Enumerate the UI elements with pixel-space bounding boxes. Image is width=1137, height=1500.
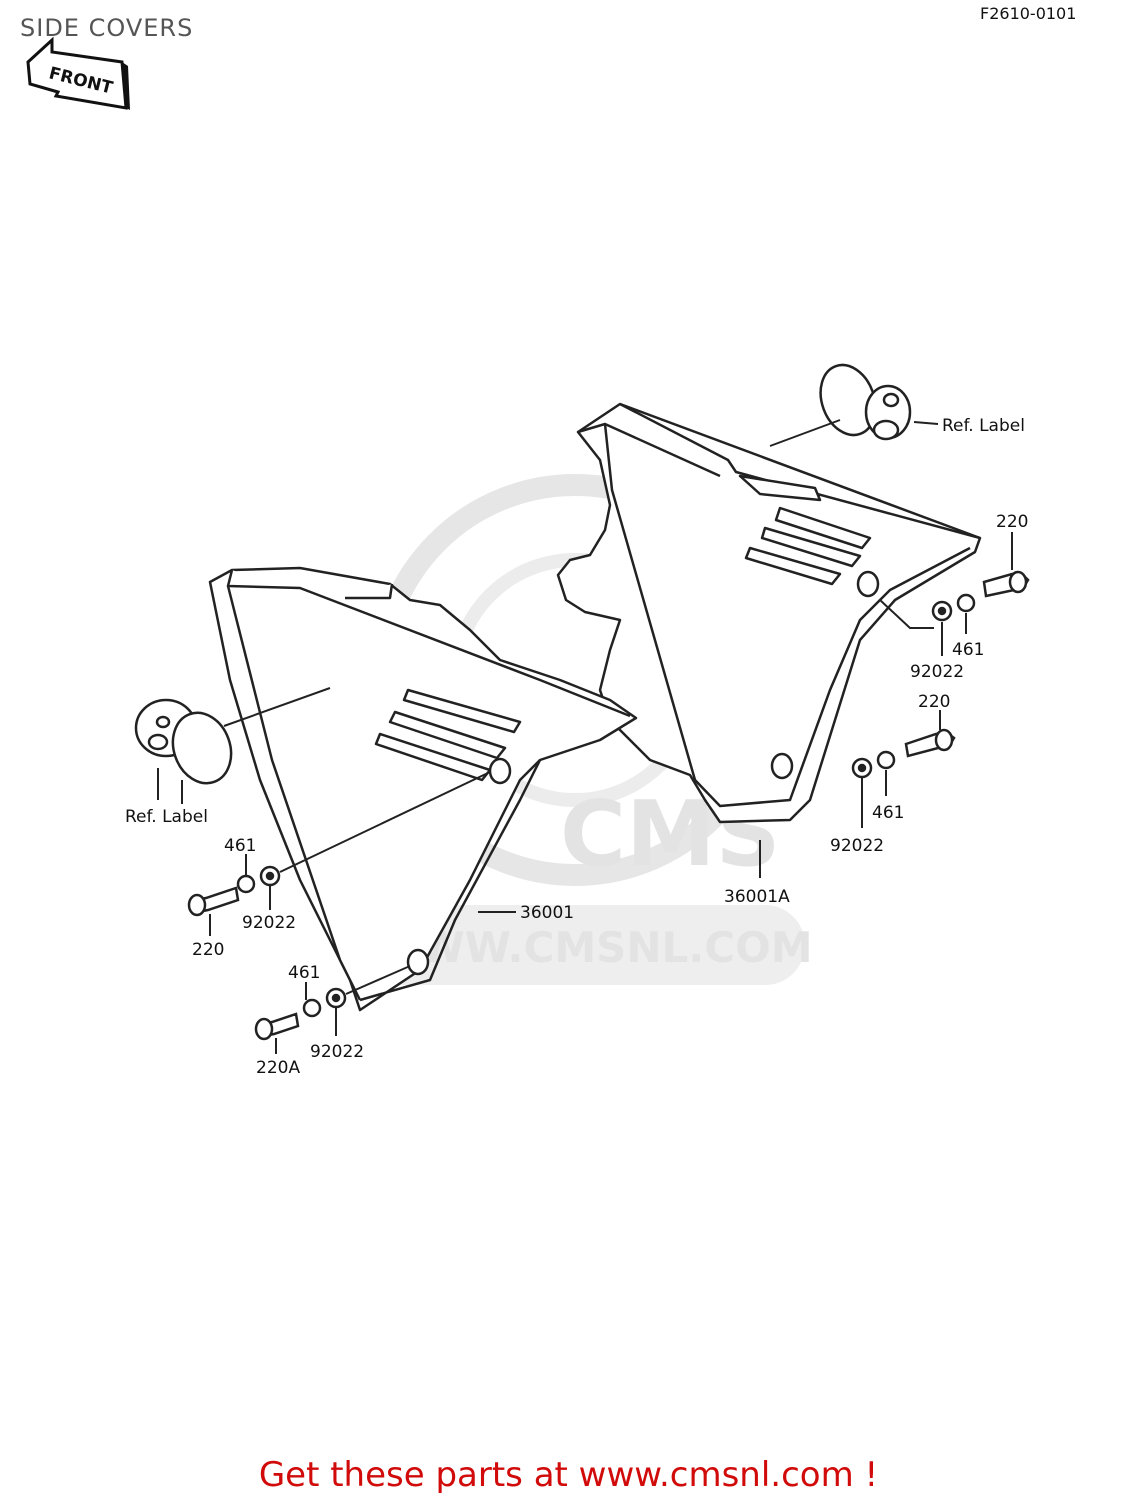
page-title: SIDE COVERS xyxy=(20,14,194,42)
left-upper-fasteners xyxy=(187,865,281,917)
left-ref-label-plate xyxy=(134,698,233,785)
callout-461-r1: 461 xyxy=(952,640,984,660)
leader-right-ref xyxy=(913,421,939,425)
left-side-cover-36001 xyxy=(208,566,638,1012)
callout-220-r1: 220 xyxy=(996,512,1028,532)
callout-92022-r2: 92022 xyxy=(830,836,884,856)
callout-92022-l1: 92022 xyxy=(242,913,296,933)
callout-ref-label-left: Ref. Label xyxy=(125,807,208,827)
leader-screw-line-r1 xyxy=(879,599,934,629)
leader-screw-line-l1 xyxy=(279,771,491,873)
left-lower-fasteners xyxy=(254,987,347,1041)
leader-screw-line-l2 xyxy=(345,965,411,995)
callout-36001: 36001 xyxy=(520,903,574,923)
watermark-url-pill xyxy=(355,905,805,985)
callout-92022-l2: 92022 xyxy=(310,1042,364,1062)
callout-220-r2: 220 xyxy=(918,692,950,712)
right-side-cover-36001A xyxy=(556,402,982,824)
callout-92022-r1: 92022 xyxy=(910,662,964,682)
right-lower-fasteners xyxy=(851,728,956,779)
footer-link-text[interactable]: Get these parts at www.cmsnl.com ! xyxy=(258,1455,879,1495)
watermark-url-text: WWW.CMSNL.COM xyxy=(372,923,813,972)
leader-right-label xyxy=(769,419,841,447)
callout-36001A: 36001A xyxy=(724,887,790,907)
right-upper-fasteners xyxy=(931,570,1030,622)
callout-461-l2: 461 xyxy=(288,963,320,983)
callout-461-r2: 461 xyxy=(872,803,904,823)
callout-220A-l2: 220A xyxy=(256,1058,300,1078)
front-arrow-icon: FRONT xyxy=(26,36,130,110)
leader-left-label xyxy=(223,687,331,727)
right-ref-label-plate xyxy=(819,363,912,441)
callout-461-l1: 461 xyxy=(224,836,256,856)
callout-ref-label-right: Ref. Label xyxy=(942,416,1025,436)
callout-220-l1: 220 xyxy=(192,940,224,960)
figure-code: F2610-0101 xyxy=(980,4,1077,23)
